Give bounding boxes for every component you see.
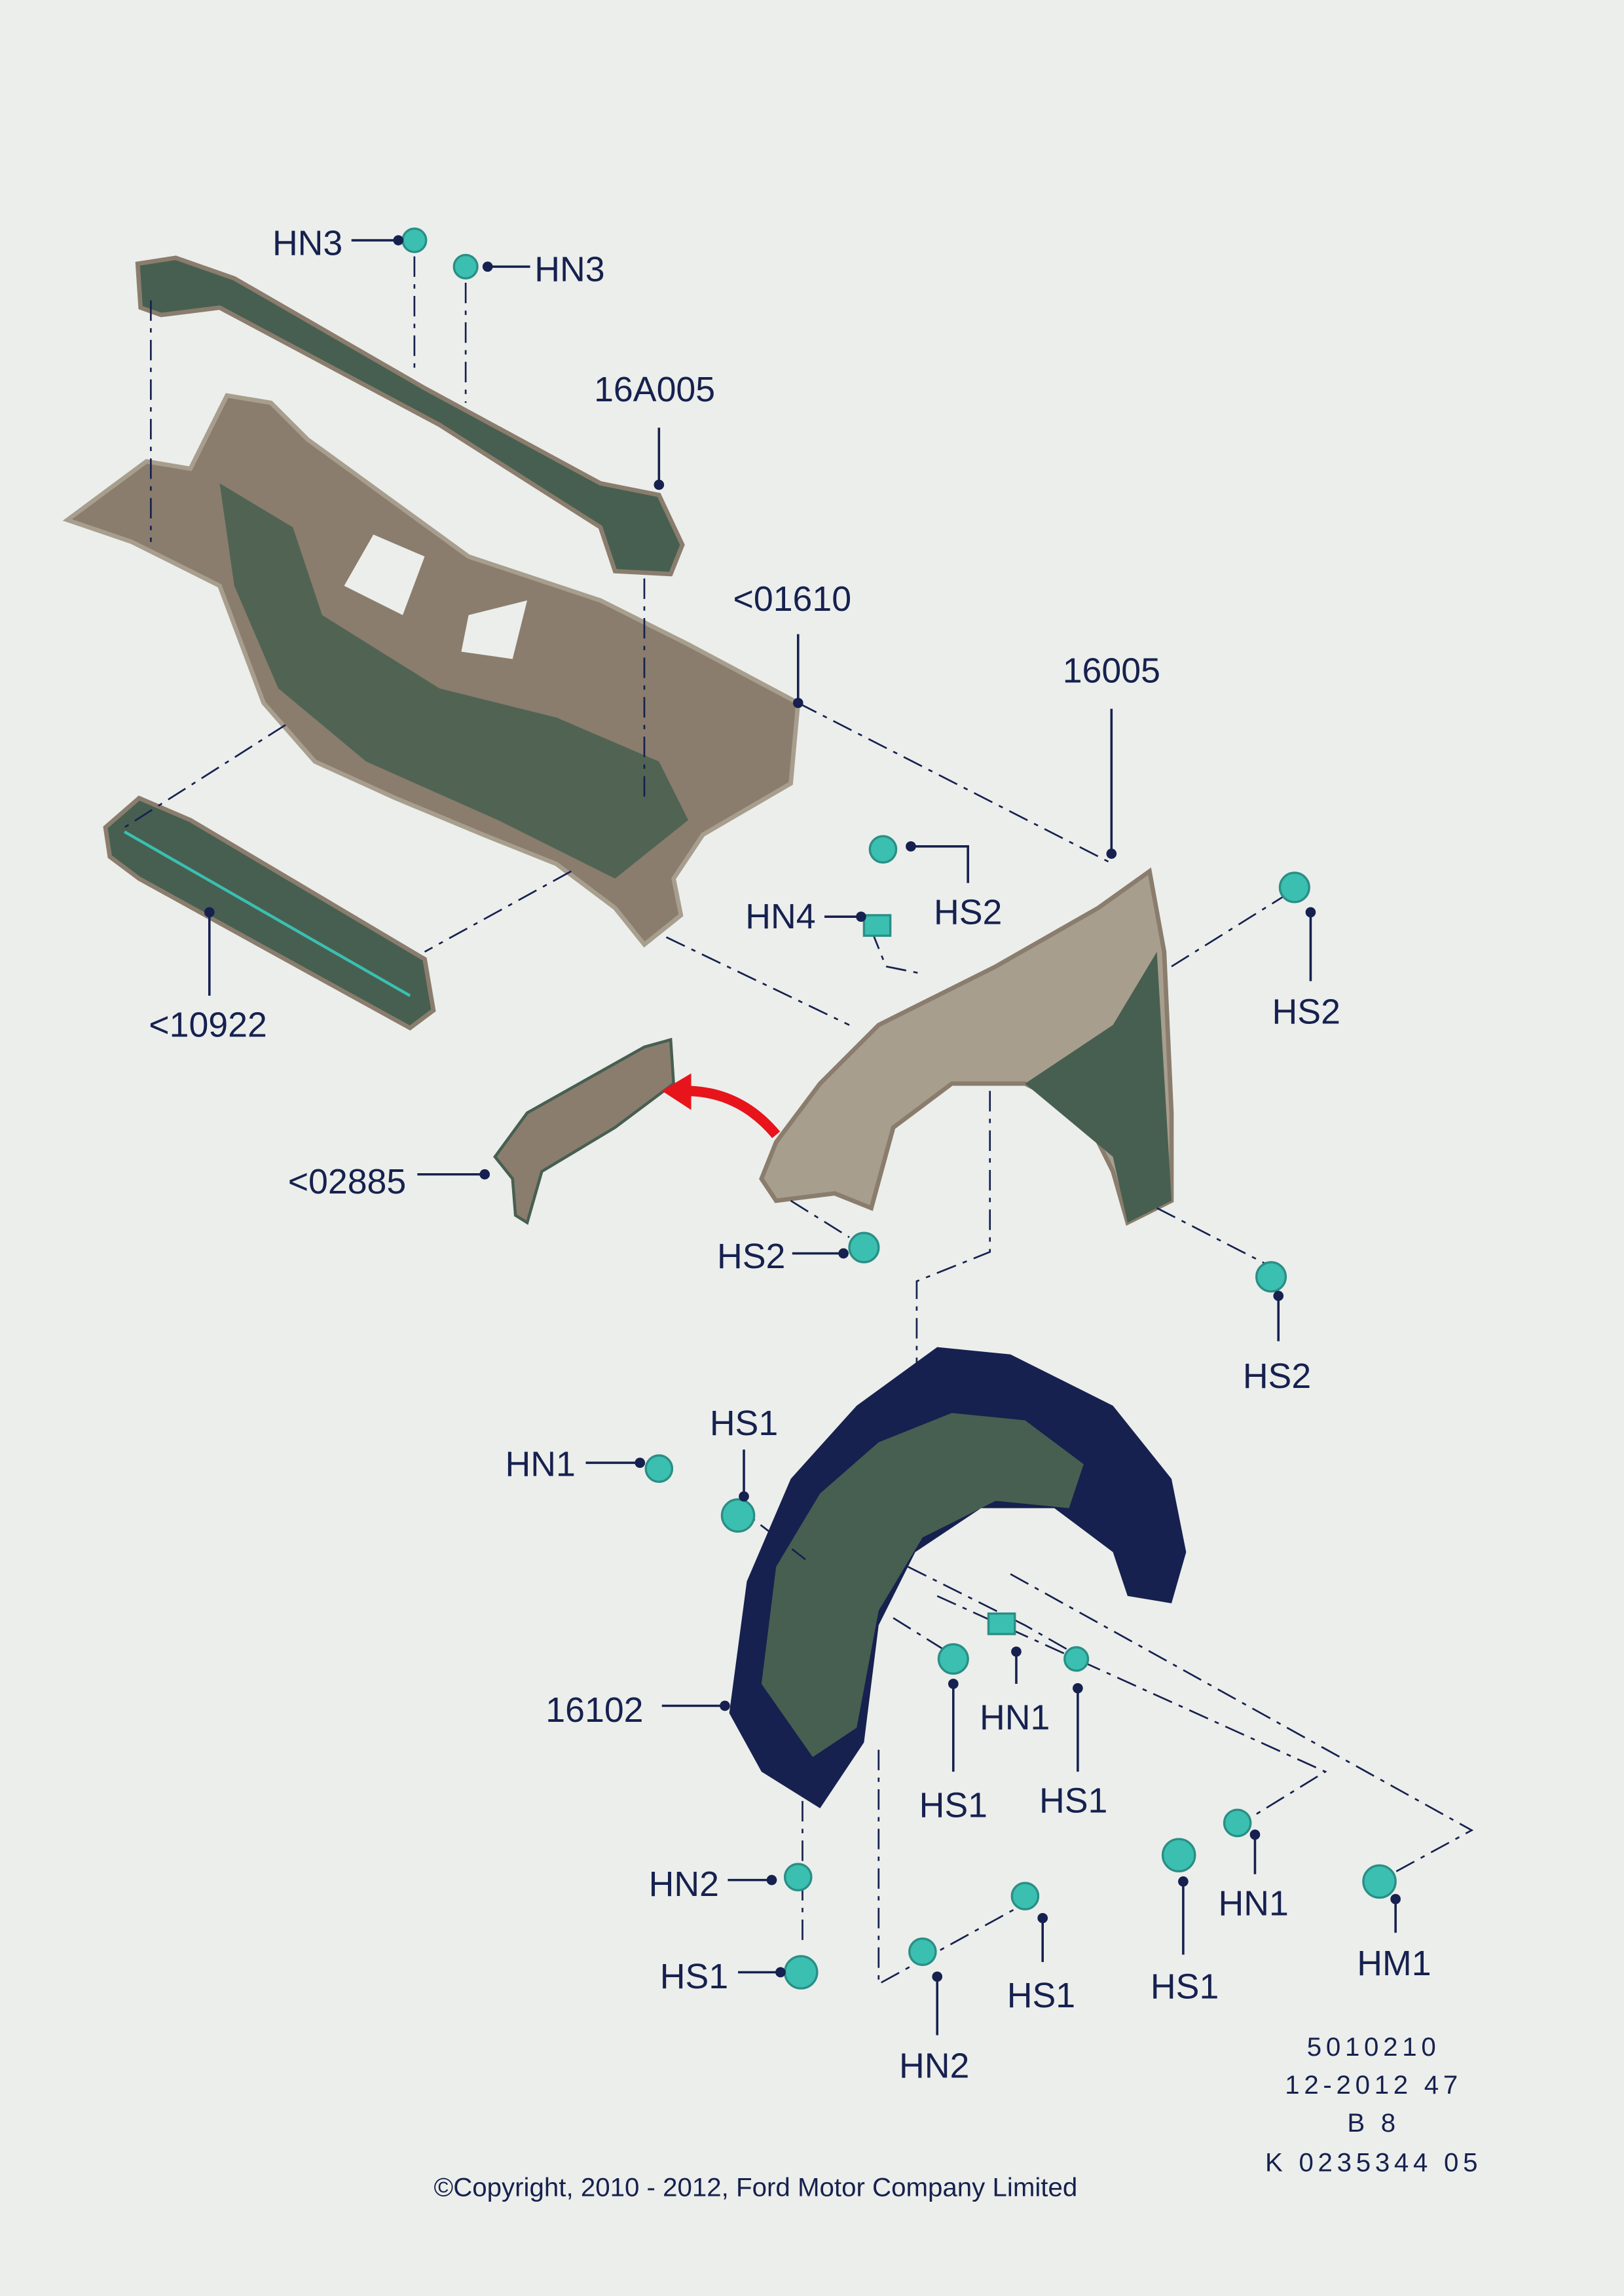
dash-panel-shading	[219, 483, 689, 879]
callout-hs2: HS2	[934, 892, 1002, 932]
callout-hn1: HN1	[506, 1444, 576, 1484]
hs2-clip-icon	[1255, 1261, 1287, 1293]
hn3-nut-icon	[452, 253, 479, 280]
reference-section: B 8	[1347, 2108, 1400, 2138]
hn4-nut-icon	[862, 914, 892, 937]
callout-16102: 16102	[545, 1690, 643, 1730]
callout-hs1: HS1	[919, 1785, 987, 1825]
callout-hn3: HN3	[534, 250, 604, 289]
callout-hn4: HN4	[745, 897, 815, 936]
callout-hm1: HM1	[1357, 1944, 1431, 1983]
cross-member-16A005	[135, 255, 685, 577]
hs1-screw-icon	[1063, 1646, 1090, 1672]
leaders	[204, 235, 1401, 2035]
callout-hn2: HN2	[899, 2047, 969, 2086]
hn1-nut-icon	[644, 1454, 674, 1484]
hs1-screw-icon	[937, 1643, 969, 1675]
callout-hs1: HS1	[1007, 1976, 1075, 2015]
callout-hs1: HS1	[660, 1957, 728, 1996]
hs1-screw-icon	[783, 1955, 819, 1990]
callout-01610: <01610	[733, 579, 852, 619]
callout-16005: 16005	[1063, 651, 1160, 690]
hs2-clip-icon	[1278, 871, 1310, 903]
callout-hn3: HN3	[272, 223, 342, 263]
hs2-clip-icon	[848, 1231, 880, 1264]
hs1-screw-icon	[1161, 1838, 1196, 1872]
copyright-notice: ©Copyright, 2010 - 2012, Ford Motor Comp…	[434, 2173, 1078, 2202]
hn2-nut-icon	[908, 1937, 937, 1967]
callout-10922: <10922	[149, 1006, 267, 1045]
red-arrowhead-icon	[661, 1073, 692, 1110]
callout-hs1: HS1	[1039, 1781, 1107, 1821]
hn1-nut-icon	[1223, 1808, 1252, 1838]
red-arrow-icon	[685, 1085, 781, 1139]
cowl-highlight	[123, 830, 411, 997]
fender-shade	[1025, 951, 1172, 1223]
bracket-02885	[493, 1038, 675, 1226]
hm1-clip-icon	[1362, 1864, 1397, 1899]
hs1-screw-icon	[1010, 1882, 1040, 1911]
hs1-screw-icon	[720, 1498, 756, 1533]
reference-number: 5010210	[1307, 2032, 1441, 2062]
callout-hs1: HS1	[1151, 1967, 1219, 2007]
cowl-panel-10922	[103, 795, 436, 1031]
hn2-nut-icon	[783, 1863, 813, 1891]
callout-hn2: HN2	[649, 1865, 719, 1904]
callout-hs2: HS2	[1243, 1357, 1311, 1396]
callout-hs2: HS2	[1272, 992, 1340, 1031]
dash-panel-opening-2	[461, 600, 528, 659]
hn3-nut-icon	[401, 227, 428, 253]
callout-hn1: HN1	[980, 1698, 1050, 1737]
reference-date: 12-2012 47	[1285, 2070, 1462, 2100]
callout-hn1: HN1	[1219, 1884, 1289, 1923]
fasteners	[401, 227, 1397, 1990]
hs2-clip-icon	[868, 835, 898, 864]
callout-hs2: HS2	[717, 1237, 785, 1276]
callout-02885: <02885	[288, 1162, 407, 1201]
hn1-nut-icon	[987, 1612, 1016, 1635]
callout-16A005: 16A005	[594, 370, 715, 409]
callout-hs1: HS1	[710, 1404, 778, 1443]
reference-code: K 0235344 05	[1265, 2148, 1482, 2178]
dash-panel-opening	[344, 534, 425, 615]
wheel-liner-face	[761, 1413, 1084, 1757]
